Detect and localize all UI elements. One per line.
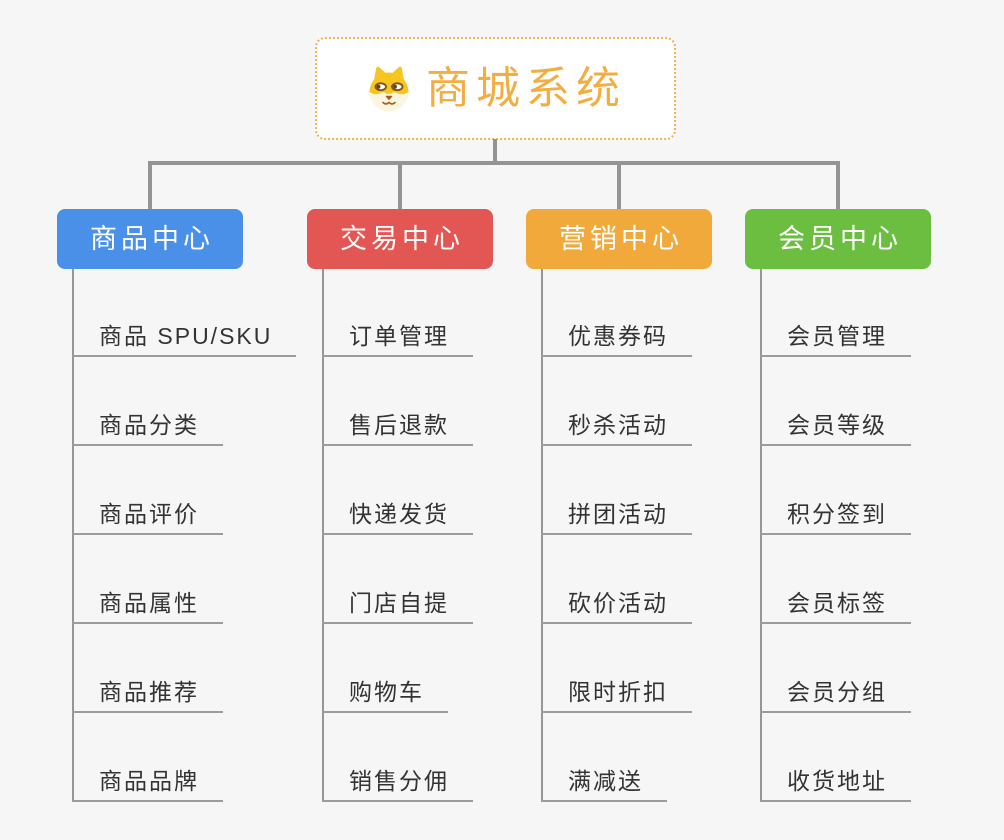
leaf-node[interactable]: 满减送 xyxy=(541,754,667,802)
leaf-label: 购物车 xyxy=(349,678,424,705)
leaf-label: 优惠券码 xyxy=(568,322,668,349)
leaf-node[interactable]: 积分签到 xyxy=(760,487,911,535)
leaf-node[interactable]: 门店自提 xyxy=(322,576,473,624)
leaf-label: 秒杀活动 xyxy=(568,411,668,438)
leaf-label: 砍价活动 xyxy=(568,589,668,616)
leaf-label: 限时折扣 xyxy=(568,678,668,705)
leaf-node[interactable]: 砍价活动 xyxy=(541,576,692,624)
branch-header-label: 商品中心 xyxy=(90,223,214,254)
leaf-node[interactable]: 商品 SPU/SKU xyxy=(72,309,297,357)
leaf-label: 会员等级 xyxy=(787,411,887,438)
leaf-label: 收货地址 xyxy=(787,767,887,794)
leaf-node[interactable]: 商品品牌 xyxy=(72,754,223,802)
leaf-node[interactable]: 购物车 xyxy=(322,665,448,713)
leaf-node[interactable]: 售后退款 xyxy=(322,398,473,446)
branch-member-center: 会员中心会员管理会员等级积分签到会员标签会员分组收货地址 xyxy=(745,209,1004,840)
leaf-node[interactable]: 拼团活动 xyxy=(541,487,692,535)
leaf-label: 拼团活动 xyxy=(568,500,668,527)
branch-header-trade-center[interactable]: 交易中心 xyxy=(307,209,493,269)
leaf-label: 商品分类 xyxy=(99,411,199,438)
leaf-node[interactable]: 收货地址 xyxy=(760,754,911,802)
leaf-node[interactable]: 商品分类 xyxy=(72,398,223,446)
leaf-label: 商品评价 xyxy=(99,500,199,527)
branch-header-label: 交易中心 xyxy=(340,223,464,254)
branch-header-marketing-center[interactable]: 营销中心 xyxy=(526,209,712,269)
branch-marketing-center: 营销中心优惠券码秒杀活动拼团活动砍价活动限时折扣满减送 xyxy=(526,209,786,840)
branch-trunk-line xyxy=(322,269,324,802)
leaf-label: 订单管理 xyxy=(349,322,449,349)
leaf-label: 销售分佣 xyxy=(349,767,449,794)
leaf-label: 售后退款 xyxy=(349,411,449,438)
leaf-node[interactable]: 会员管理 xyxy=(760,309,911,357)
leaf-node[interactable]: 订单管理 xyxy=(322,309,473,357)
leaf-label: 满减送 xyxy=(568,767,643,794)
leaf-node[interactable]: 限时折扣 xyxy=(541,665,692,713)
connector-drop-member xyxy=(836,161,840,211)
leaf-node[interactable]: 销售分佣 xyxy=(322,754,473,802)
branch-header-label: 会员中心 xyxy=(778,223,902,254)
leaf-node[interactable]: 会员标签 xyxy=(760,576,911,624)
leaf-node[interactable]: 商品推荐 xyxy=(72,665,223,713)
connector-horizontal xyxy=(148,161,840,165)
connector-drop-marketing xyxy=(617,161,621,211)
branch-header-label: 营销中心 xyxy=(559,223,683,254)
connector-drop-product xyxy=(148,161,152,211)
leaf-label: 商品属性 xyxy=(99,589,199,616)
leaf-node[interactable]: 优惠券码 xyxy=(541,309,692,357)
leaf-label: 会员管理 xyxy=(787,322,887,349)
branch-trunk-line xyxy=(72,269,74,802)
branch-trunk-line xyxy=(760,269,762,802)
shiba-dog-icon xyxy=(369,66,409,111)
leaf-node[interactable]: 秒杀活动 xyxy=(541,398,692,446)
branch-trade-center: 交易中心订单管理售后退款快递发货门店自提购物车销售分佣 xyxy=(307,209,567,840)
leaf-label: 商品品牌 xyxy=(99,767,199,794)
leaf-node[interactable]: 会员等级 xyxy=(760,398,911,446)
branch-trunk-line xyxy=(541,269,543,802)
root-node[interactable]: 商城系统 xyxy=(315,37,676,140)
leaf-node[interactable]: 商品评价 xyxy=(72,487,223,535)
leaf-label: 商品 SPU/SKU xyxy=(99,322,273,349)
connector-drop-trade xyxy=(398,161,402,211)
leaf-label: 会员标签 xyxy=(787,589,887,616)
leaf-label: 门店自提 xyxy=(349,589,449,616)
root-title: 商城系统 xyxy=(426,63,626,113)
leaf-label: 积分签到 xyxy=(787,500,887,527)
leaf-node[interactable]: 快递发货 xyxy=(322,487,473,535)
leaf-node[interactable]: 商品属性 xyxy=(72,576,223,624)
branch-header-member-center[interactable]: 会员中心 xyxy=(745,209,931,269)
leaf-label: 会员分组 xyxy=(787,678,887,705)
leaf-label: 商品推荐 xyxy=(99,678,199,705)
leaf-node[interactable]: 会员分组 xyxy=(760,665,911,713)
leaf-label: 快递发货 xyxy=(349,500,449,527)
branch-header-product-center[interactable]: 商品中心 xyxy=(57,209,243,269)
connector-root-drop xyxy=(493,139,497,164)
branch-product-center: 商品中心商品 SPU/SKU 商品分类商品评价商品属性商品推荐商品品牌 xyxy=(57,209,317,840)
